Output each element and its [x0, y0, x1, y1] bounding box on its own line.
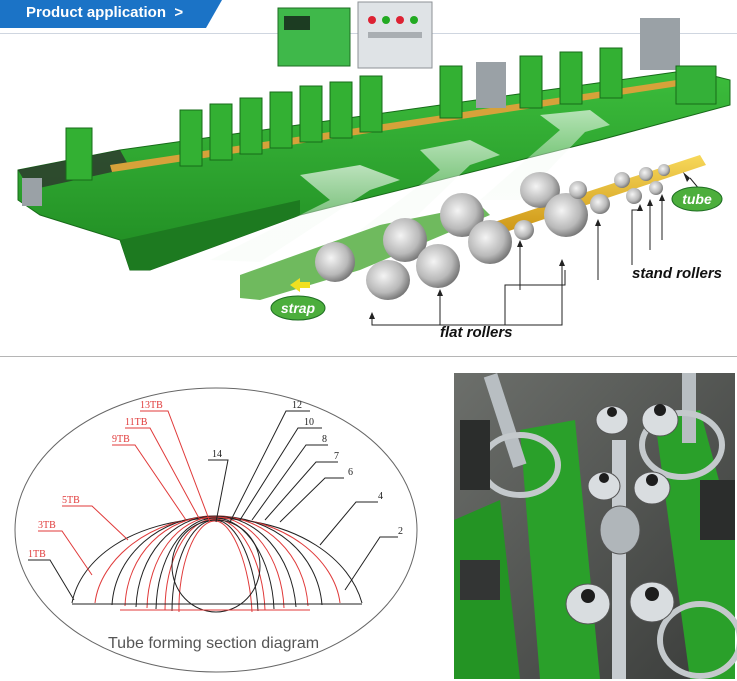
label-11tb: 11TB [125, 417, 148, 428]
header-tab [0, 0, 222, 28]
label-9tb: 9TB [112, 434, 130, 445]
label-2: 2 [398, 526, 403, 537]
label-14: 14 [212, 449, 222, 460]
strap-label: strap [281, 300, 316, 316]
flat-rollers-label: flat rollers [440, 324, 513, 341]
label-1tb: 1TB [28, 549, 46, 560]
guide-arrows [210, 110, 610, 262]
strap-arrow-icon [290, 278, 310, 292]
label-4: 4 [378, 491, 383, 502]
stand-rollers-label: stand rollers [632, 265, 722, 282]
stand-rollers [514, 164, 670, 240]
label-3tb: 3TB [38, 520, 56, 531]
strap-plate [240, 205, 490, 300]
flat-rollers [315, 172, 588, 300]
label-13tb: 13TB [140, 400, 163, 411]
tube-label: tube [682, 191, 712, 207]
roller-stand-photo [454, 373, 737, 679]
label-6: 6 [348, 467, 353, 478]
label-12: 12 [292, 400, 302, 411]
label-8: 8 [322, 434, 327, 445]
label-7: 7 [334, 451, 339, 462]
label-5tb: 5TB [62, 495, 80, 506]
section-diagram: 13TB 11TB 9TB 5TB 3TB 1TB 14 12 10 8 7 6… [14, 387, 418, 673]
header-title: Product application > [26, 4, 184, 21]
section-divider [0, 356, 737, 357]
strap-callout: strap [270, 295, 326, 321]
section-outline [14, 387, 418, 673]
callout-leaders [371, 200, 663, 326]
tube-callout: tube [671, 186, 723, 212]
diagram-caption: Tube forming section diagram [108, 635, 320, 652]
label-10: 10 [304, 417, 314, 428]
